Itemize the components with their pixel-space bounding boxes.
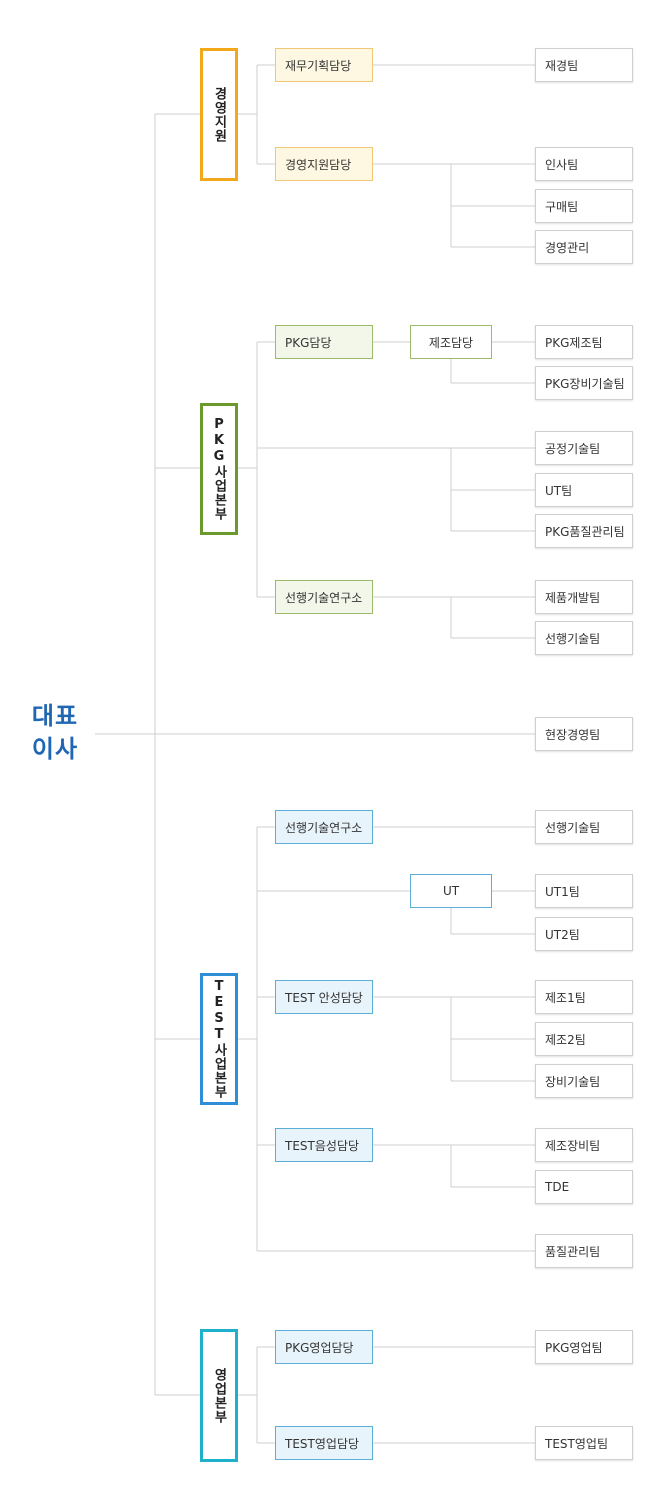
manager-test-eumseong: TEST음성담당: [275, 1128, 373, 1162]
team-pkg-equip: PKG장비기술팀: [535, 366, 633, 400]
team-mfg-equip: 제조장비팀: [535, 1128, 633, 1162]
division-sales-label: 영업본부: [211, 1367, 227, 1424]
team-mfg1: 제조1팀: [535, 980, 633, 1014]
division-management-label: 경영지원: [211, 86, 227, 143]
manager-pkg-rnd: 선행기술연구소: [275, 580, 373, 614]
team-mfg2: 제조2팀: [535, 1022, 633, 1056]
division-sales: 영업본부: [200, 1329, 238, 1462]
manager-pkg: PKG담당: [275, 325, 373, 359]
ceo-label-line1: 대표: [31, 702, 79, 730]
manager-finance: 재무기획담당: [275, 48, 373, 82]
team-tde: TDE: [535, 1170, 633, 1204]
team-finance: 재경팀: [535, 48, 633, 82]
team-process: 공정기술팀: [535, 431, 633, 465]
team-mgmt: 경영관리: [535, 230, 633, 264]
team-adv-tech-test: 선행기술팀: [535, 810, 633, 844]
team-product-dev: 제품개발팀: [535, 580, 633, 614]
team-qa: 품질관리팀: [535, 1234, 633, 1268]
team-pkg-sales: PKG영업팀: [535, 1330, 633, 1364]
team-ut2: UT2팀: [535, 917, 633, 951]
sub-ut: UT: [410, 874, 492, 908]
ceo-label: 대표 이사: [20, 700, 90, 766]
manager-pkg-sales: PKG영업담당: [275, 1330, 373, 1364]
team-purchasing: 구매팀: [535, 189, 633, 223]
division-pkg-label: PKG사업본부: [211, 417, 227, 521]
manager-test-ansung: TEST 안성담당: [275, 980, 373, 1014]
manager-test-rnd: 선행기술연구소: [275, 810, 373, 844]
team-pkg-mfg: PKG제조팀: [535, 325, 633, 359]
team-hr: 인사팀: [535, 147, 633, 181]
sub-manufacturing: 제조담당: [410, 325, 492, 359]
team-test-sales: TEST영업팀: [535, 1426, 633, 1460]
team-ut1: UT1팀: [535, 874, 633, 908]
team-pkg-qa: PKG품질관리팀: [535, 514, 633, 548]
team-ut: UT팀: [535, 473, 633, 507]
division-pkg: PKG사업본부: [200, 403, 238, 535]
division-test-label: TEST사업본부: [211, 979, 227, 1099]
team-adv-tech-pkg: 선행기술팀: [535, 621, 633, 655]
team-field-mgmt: 현장경영팀: [535, 717, 633, 751]
division-test: TEST사업본부: [200, 973, 238, 1105]
ceo-label-line2: 이사: [31, 735, 79, 763]
division-management: 경영지원: [200, 48, 238, 181]
team-equip: 장비기술팀: [535, 1064, 633, 1098]
manager-mgmt-support: 경영지원담당: [275, 147, 373, 181]
manager-test-sales: TEST영업담당: [275, 1426, 373, 1460]
